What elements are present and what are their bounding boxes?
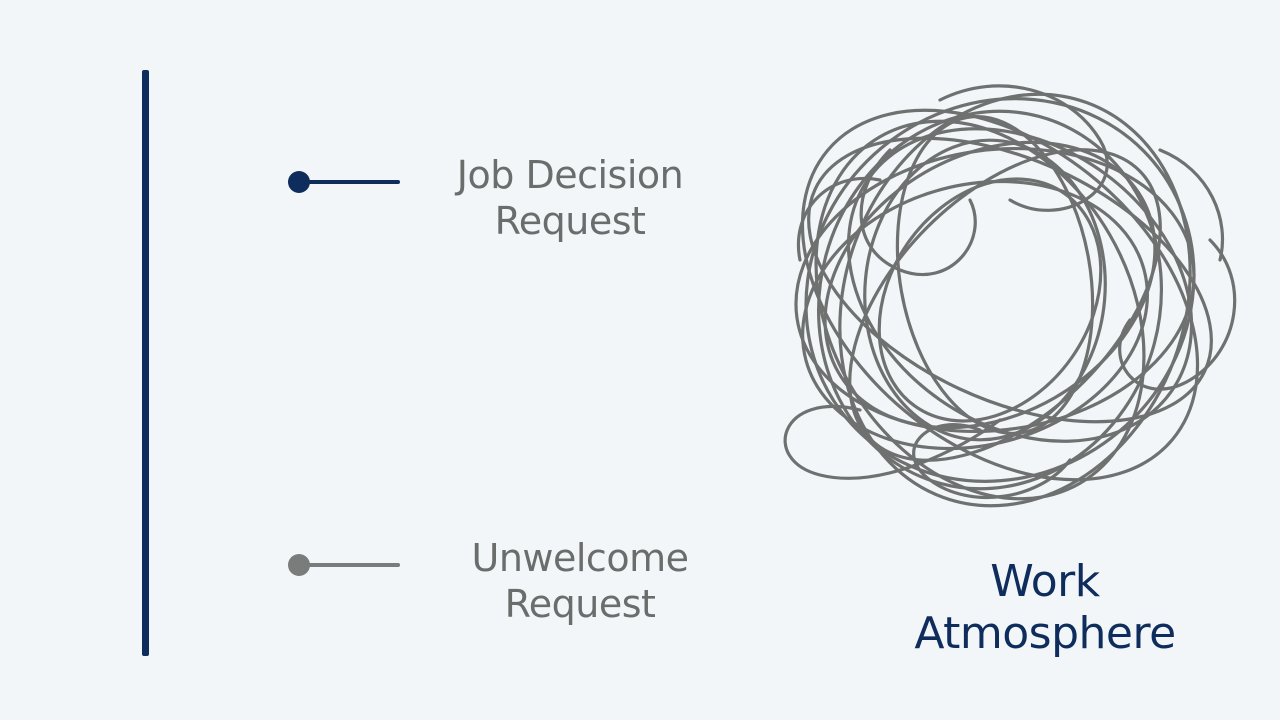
timeline-connector-unwelcome — [300, 563, 400, 567]
label-job-decision-request: Job Decision Request — [420, 152, 720, 244]
timeline-dot-unwelcome — [288, 554, 310, 576]
caption-work-atmosphere: Work Atmosphere — [880, 556, 1210, 660]
caption-line1: Work — [990, 556, 1100, 607]
label-unwelcome-line1: Unwelcome — [471, 536, 689, 580]
timeline-connector-job-decision — [300, 180, 400, 184]
timeline-dot-job-decision — [288, 171, 310, 193]
label-unwelcome-request: Unwelcome Request — [430, 535, 730, 627]
label-job-decision-line1: Job Decision — [456, 153, 684, 197]
timeline-vertical-line — [142, 70, 149, 656]
caption-line2: Atmosphere — [914, 608, 1176, 659]
label-job-decision-line2: Request — [494, 199, 646, 243]
tangled-scribble-icon — [783, 84, 1237, 508]
label-unwelcome-line2: Request — [504, 582, 656, 626]
